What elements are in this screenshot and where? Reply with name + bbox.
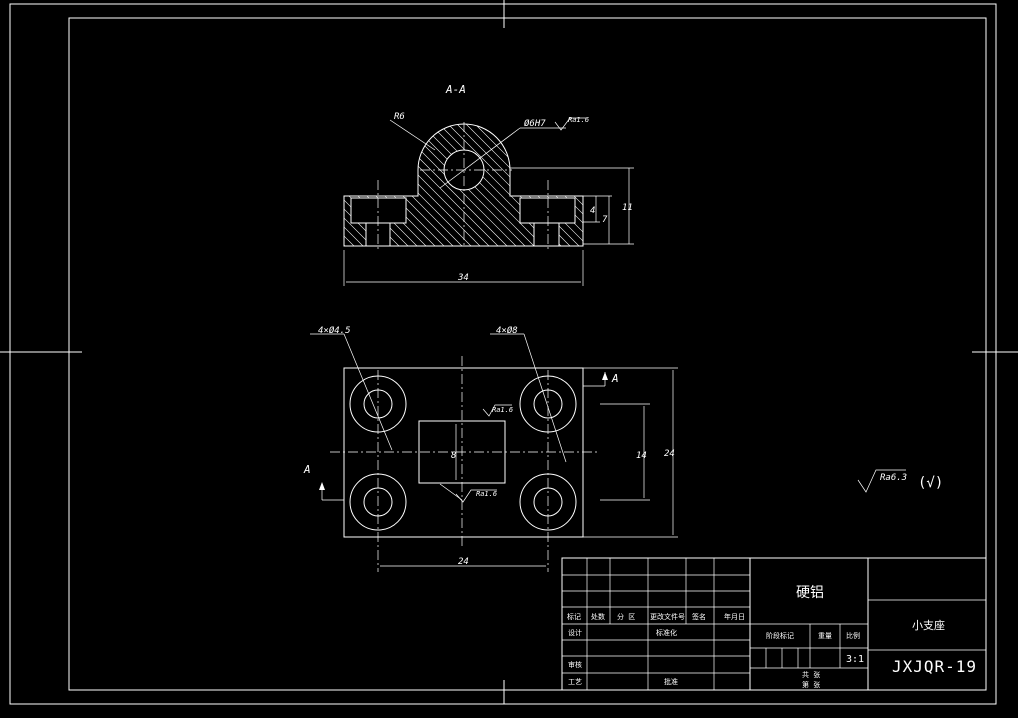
svg-text:年月日: 年月日: [724, 612, 745, 621]
general-roughness-suffix: (√): [918, 475, 943, 491]
hatch-line: [344, 124, 350, 246]
svg-text:处数: 处数: [591, 612, 605, 621]
hatch-line: [111, 120, 241, 250]
weight-label: 重量: [818, 632, 832, 640]
hatch-line: [344, 124, 422, 246]
dim-small-height: 4: [590, 206, 595, 216]
hatch-line: [201, 120, 331, 250]
slot-roughness-bottom: Ra1.6: [476, 490, 497, 498]
hatch-line: [371, 124, 503, 246]
part-name: 小支座: [912, 618, 945, 632]
plan-view: 4×Ø4.5 4×Ø8 Ra1.6 Ra1.6 8 A A 24 14: [303, 325, 678, 572]
hatch-line: [569, 124, 583, 246]
review-label: 审核: [568, 660, 582, 669]
section-hatching: [84, 120, 727, 250]
hatch-line: [344, 124, 386, 246]
svg-text:签名: 签名: [692, 612, 706, 621]
sheet-total-label: 共 张: [802, 670, 820, 679]
process-label: 工艺: [568, 678, 582, 686]
hatch-line: [380, 124, 512, 246]
material-label: 硬铝: [796, 585, 824, 601]
slot-roughness-top: Ra1.6: [492, 406, 513, 414]
drawing-number: JXJQR-19: [892, 657, 977, 676]
hatch-line: [129, 120, 259, 250]
section-mark-top: A: [611, 372, 619, 385]
dim-mid-height: 7: [602, 215, 608, 225]
section-view: A-A R6 Ø6H7 Ra1.6 34: [84, 83, 727, 286]
bore-label: Ø6H7: [524, 118, 546, 129]
design-label: 设计: [568, 628, 582, 637]
standardize-label: 标准化: [656, 628, 677, 637]
hatch-line: [344, 124, 458, 246]
hatch-line: [84, 120, 214, 250]
bore-roughness: Ra1.6: [568, 116, 589, 124]
hatch-line: [588, 120, 718, 250]
dim-overall-height: 24: [664, 449, 675, 459]
scale-value: 3:1: [846, 654, 864, 665]
mounting-holes: [349, 375, 577, 531]
hatch-line: [93, 120, 223, 250]
hatch-line: [344, 124, 467, 246]
hatch-line: [344, 124, 413, 246]
hatch-line: [147, 120, 277, 250]
general-roughness-value: Ra6.3: [880, 473, 907, 483]
hatch-line: [156, 120, 286, 250]
hatch-line: [344, 124, 431, 246]
stage-mark-label: 阶段标记: [766, 631, 794, 640]
hatch-line: [542, 124, 583, 246]
hatch-line: [560, 124, 583, 246]
dim-overall-width: 34: [457, 273, 469, 283]
hatch-line: [416, 124, 548, 246]
title-block: 硬铝 小支座 JXJQR-19 3:1 标记 处数 分 区 更改文件号 签名 年…: [561, 557, 987, 691]
scale-label: 比例: [846, 631, 860, 640]
dim-hole-spacing-v: 14: [636, 451, 647, 461]
hatch-line: [344, 124, 368, 246]
left-pocket: [350, 197, 407, 224]
hatch-line: [120, 120, 250, 250]
hatch-line: [165, 120, 295, 250]
section-title: A-A: [445, 83, 466, 96]
slot-width-label: 8: [451, 451, 456, 461]
hatch-line: [597, 120, 727, 250]
dim-total-height: 11: [622, 203, 633, 213]
hatch-line: [138, 120, 268, 250]
svg-text:分 区: 分 区: [617, 612, 635, 621]
dim-hole-spacing-h: 24: [458, 557, 469, 567]
radius-label: R6: [394, 112, 405, 122]
hatch-line: [461, 124, 583, 246]
hatch-line: [174, 120, 304, 250]
hatch-line: [192, 120, 322, 250]
svg-text:标记: 标记: [567, 612, 581, 621]
approve-label: 批准: [664, 677, 678, 686]
hatch-line: [344, 124, 359, 246]
hatch-line: [210, 120, 340, 250]
holes-small-label: 4×Ø4.5: [318, 325, 351, 336]
hatch-line: [506, 124, 583, 246]
hatch-line: [551, 124, 583, 246]
hatch-line: [102, 120, 232, 250]
section-mark-left: A: [303, 463, 311, 476]
general-roughness: Ra6.3 (√): [857, 469, 943, 493]
holes-large-label: 4×Ø8: [496, 325, 518, 336]
hatch-line: [344, 124, 377, 246]
svg-text:更改文件号: 更改文件号: [650, 612, 685, 621]
hatch-line: [497, 124, 583, 246]
right-pocket: [519, 197, 576, 224]
sheet-no-label: 第 张: [802, 680, 820, 689]
hatch-line: [183, 120, 313, 250]
bracket-outline: [343, 123, 584, 247]
hatch-line: [578, 124, 583, 246]
base-plate: [343, 367, 584, 538]
